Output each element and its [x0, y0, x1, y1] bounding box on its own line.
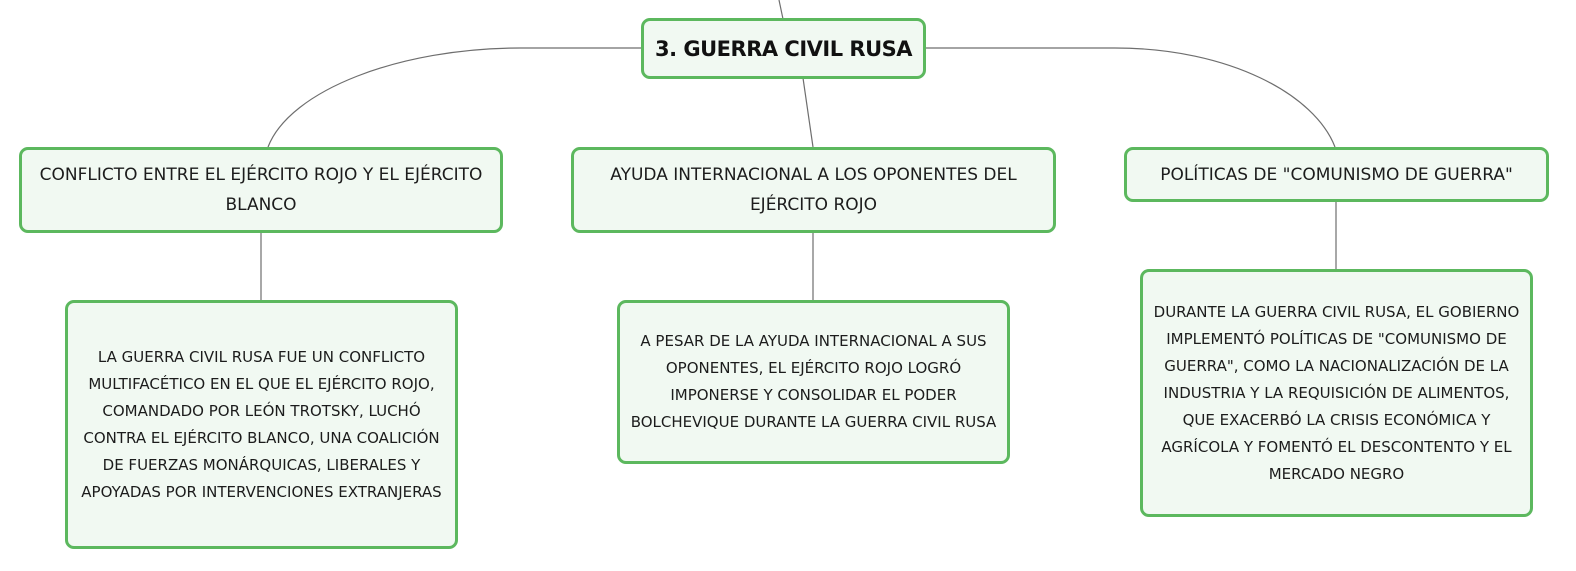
- branch-title: AYUDA INTERNACIONAL A LOS OPONENTES DEL …: [610, 165, 1017, 215]
- branch-title: CONFLICTO ENTRE EL EJÉRCITO ROJO Y EL EJ…: [39, 165, 483, 215]
- root-topic-title: 3. GUERRA CIVIL RUSA: [654, 36, 913, 61]
- detail-node-comunismo-de-guerra[interactable]: DURANTE LA GUERRA CIVIL RUSA, EL GOBIERN…: [1140, 269, 1533, 517]
- root-topic-node[interactable]: 3. GUERRA CIVIL RUSA: [641, 18, 926, 79]
- detail-node-ayuda-internacional[interactable]: A PESAR DE LA AYUDA INTERNACIONAL A SUS …: [617, 300, 1010, 464]
- detail-node-conflicto[interactable]: LA GUERRA CIVIL RUSA FUE UN CONFLICTO MU…: [65, 300, 458, 549]
- connector-root-to-branch-1: [267, 47, 642, 148]
- branch-node-comunismo-de-guerra[interactable]: POLÍTICAS DE "COMUNISMO DE GUERRA": [1124, 147, 1549, 202]
- connector-root-to-branch-3: [925, 47, 1336, 148]
- connector-root-to-branch-2: [802, 77, 814, 148]
- branch-node-conflicto[interactable]: CONFLICTO ENTRE EL EJÉRCITO ROJO Y EL EJ…: [19, 147, 503, 233]
- branch-title: POLÍTICAS DE "COMUNISMO DE GUERRA": [1160, 164, 1513, 185]
- detail-text: LA GUERRA CIVIL RUSA FUE UN CONFLICTO MU…: [81, 347, 442, 501]
- detail-text: DURANTE LA GUERRA CIVIL RUSA, EL GOBIERN…: [1153, 302, 1520, 483]
- branch-node-ayuda-internacional[interactable]: AYUDA INTERNACIONAL A LOS OPONENTES DEL …: [571, 147, 1056, 233]
- detail-text: A PESAR DE LA AYUDA INTERNACIONAL A SUS …: [630, 332, 997, 431]
- connector-from-parent: [778, 0, 784, 20]
